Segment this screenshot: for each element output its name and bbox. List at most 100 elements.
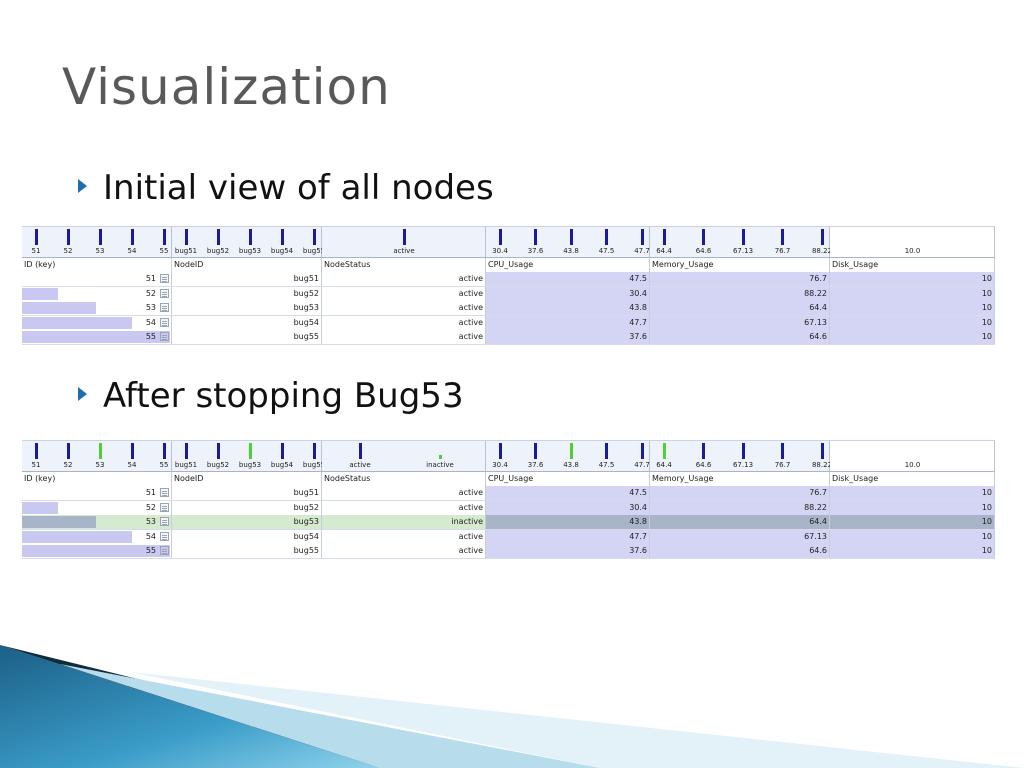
column-header-cpu[interactable]: CPU_Usage <box>486 258 650 272</box>
histogram-bar[interactable] <box>569 229 573 245</box>
histogram-tick-label: 47.5 <box>598 461 615 469</box>
row-menu-icon[interactable] <box>160 317 169 327</box>
row-menu-icon[interactable] <box>160 531 169 541</box>
histogram-bar[interactable] <box>216 229 220 245</box>
histogram-bar[interactable] <box>98 443 102 459</box>
column-header-disk[interactable]: Disk_Usage <box>830 258 995 272</box>
histogram-bar[interactable] <box>702 443 705 459</box>
column-header-node[interactable]: NodeID <box>172 258 322 272</box>
histogram-tick-label: active <box>349 461 371 469</box>
histogram-bar[interactable] <box>605 443 608 459</box>
histogram-bar[interactable] <box>438 455 442 459</box>
histogram-bar[interactable] <box>534 443 537 459</box>
column-header-mem[interactable]: Memory_Usage <box>650 258 830 272</box>
histogram-bar[interactable] <box>98 229 102 245</box>
histogram-bar[interactable] <box>130 443 134 459</box>
histogram-bar[interactable] <box>534 229 537 245</box>
cell-node: bug51 <box>172 486 322 500</box>
histogram-bar[interactable] <box>66 229 70 245</box>
column-header-disk[interactable]: Disk_Usage <box>830 472 995 486</box>
histogram-tick-label: 76.7 <box>774 247 791 255</box>
histogram-bar[interactable] <box>34 229 38 245</box>
histogram-tick-label: active <box>393 247 415 255</box>
row-menu-icon[interactable] <box>160 303 169 312</box>
cell-cpu: 47.5 <box>486 486 650 500</box>
histogram-bar[interactable] <box>162 229 166 245</box>
row-menu-icon[interactable] <box>160 332 169 341</box>
histogram-bar[interactable] <box>702 229 705 245</box>
histogram-bar[interactable] <box>216 443 220 459</box>
histogram-bar[interactable] <box>741 443 745 459</box>
histogram-bar[interactable] <box>662 229 666 245</box>
histogram-bar[interactable] <box>130 229 134 245</box>
cell-value: 54 <box>145 531 156 541</box>
row-menu-icon[interactable] <box>160 546 169 555</box>
histogram-bar[interactable] <box>280 443 284 459</box>
histogram-tick-label: 64.4 <box>656 247 672 255</box>
histogram-bar[interactable] <box>741 229 745 245</box>
histogram-disk[interactable]: 10.0 <box>830 441 995 471</box>
histogram-bar[interactable] <box>66 443 70 459</box>
histogram-bar[interactable] <box>184 229 188 245</box>
histogram-bar[interactable] <box>34 443 38 459</box>
histogram-bar[interactable] <box>280 229 284 245</box>
histogram-bar[interactable] <box>498 229 502 245</box>
histogram-bar[interactable] <box>820 443 824 459</box>
column-header-id[interactable]: ID (key) <box>22 258 172 272</box>
column-header-node[interactable]: NodeID <box>172 472 322 486</box>
cell-value: active <box>458 288 483 298</box>
histogram-disk[interactable]: 10.0 <box>830 227 995 257</box>
bullet-initial-view-text: Initial view of all nodes <box>103 168 494 208</box>
histogram-status[interactable]: active <box>322 227 486 257</box>
histogram-bar[interactable] <box>358 443 362 459</box>
cell-mem: 64.6 <box>650 330 830 344</box>
histogram-bar[interactable] <box>781 443 784 459</box>
row-menu-icon[interactable] <box>160 274 169 283</box>
cell-node: bug52 <box>172 286 322 301</box>
row-menu-icon[interactable] <box>160 488 169 497</box>
histogram-bar[interactable] <box>312 443 316 459</box>
histogram-bar[interactable] <box>402 229 406 245</box>
cell-value: 10 <box>981 317 992 327</box>
column-header-cpu[interactable]: CPU_Usage <box>486 472 650 486</box>
column-header-id[interactable]: ID (key) <box>22 472 172 486</box>
histogram-bar[interactable] <box>162 443 166 459</box>
histogram-bar[interactable] <box>640 443 644 459</box>
histogram-bar[interactable] <box>498 443 502 459</box>
column-header-mem[interactable]: Memory_Usage <box>650 472 830 486</box>
row-menu-icon[interactable] <box>160 502 169 512</box>
histogram-bar[interactable] <box>248 229 252 245</box>
histogram-bar[interactable] <box>640 229 644 245</box>
histogram-bar[interactable] <box>184 443 188 459</box>
cell-node: bug54 <box>172 529 322 544</box>
histogram-bar[interactable] <box>662 443 666 459</box>
column-header-status[interactable]: NodeStatus <box>322 472 486 486</box>
row-menu-icon[interactable] <box>160 288 169 298</box>
histogram-bar[interactable] <box>569 443 573 459</box>
histogram-bar[interactable] <box>312 229 316 245</box>
cell-value: bug51 <box>293 274 319 283</box>
histogram-bar[interactable] <box>605 229 608 245</box>
histogram-bar[interactable] <box>248 443 252 459</box>
histogram-bar[interactable] <box>781 229 784 245</box>
histogram-bar[interactable] <box>820 229 824 245</box>
column-header-status[interactable]: NodeStatus <box>322 258 486 272</box>
row-menu-icon[interactable] <box>160 517 169 526</box>
